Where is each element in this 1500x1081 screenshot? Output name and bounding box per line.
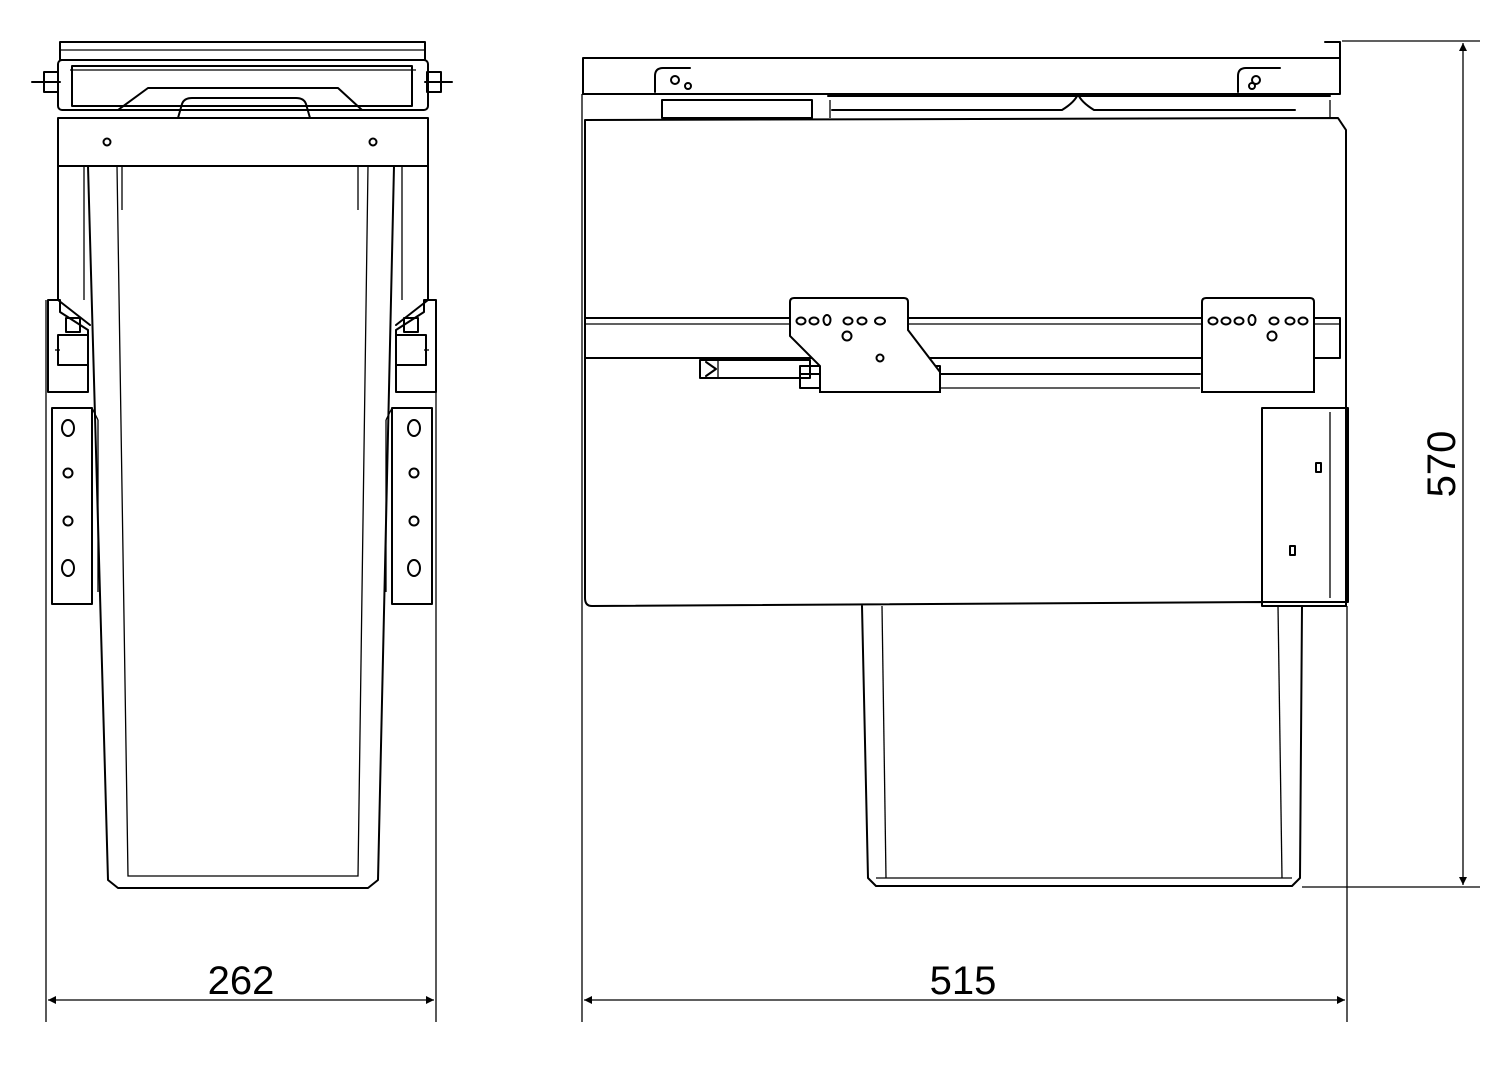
dimension-front-width: 262 <box>45 300 437 1022</box>
dim-label-570: 570 <box>1420 431 1464 498</box>
front-view <box>31 41 453 889</box>
dim-label-515: 515 <box>930 959 997 1003</box>
dimension-overall-height: 570 <box>1302 40 1480 888</box>
dim-label-262: 262 <box>208 959 275 1003</box>
side-view <box>582 41 1349 887</box>
dimension-side-depth: 515 <box>581 94 1348 1022</box>
